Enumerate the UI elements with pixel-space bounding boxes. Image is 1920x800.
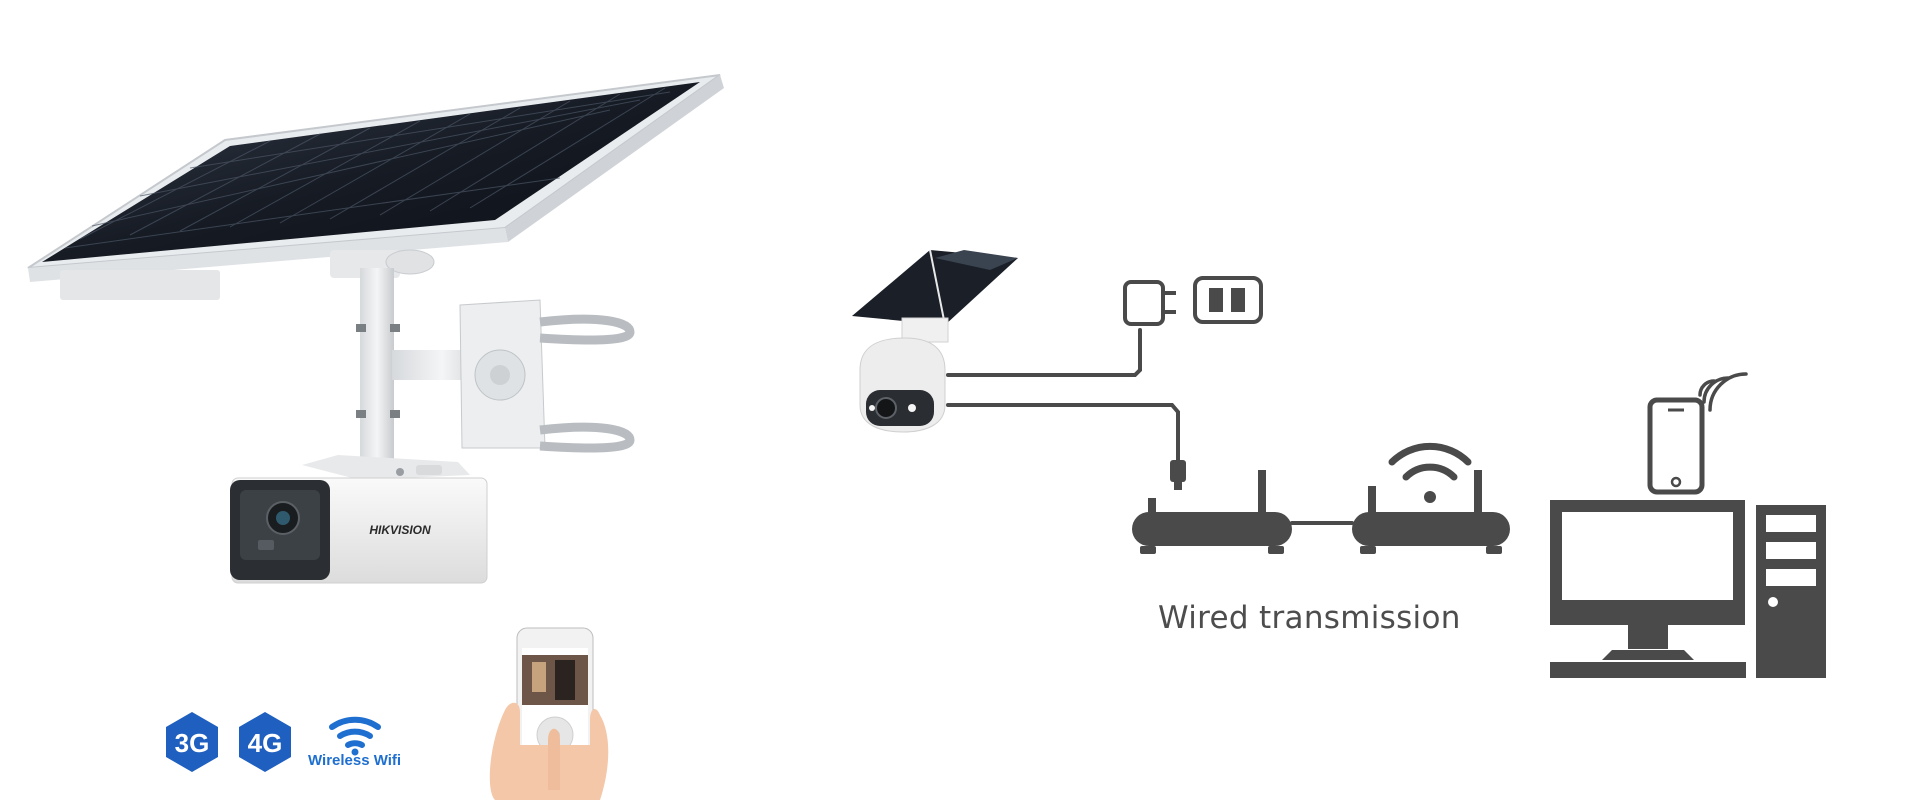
badge-4g-label: 4G [248,728,283,758]
power-adapter-icon [1123,280,1176,326]
solar-camera-product: HIKVISION 3G 4G [27,74,724,800]
wifi-icon [329,716,381,756]
network-cable [946,403,1180,462]
desktop-computer-icon [1550,500,1826,678]
bullet-camera-icon: HIKVISION [230,455,488,584]
power-cable [946,328,1142,377]
router-icon [1132,470,1292,554]
badge-4g-icon: 4G [239,712,291,772]
smartphone-icon [1647,397,1705,495]
ptz-camera-icon [852,249,1018,433]
wireless-wifi-label: Wireless Wifi [308,752,402,769]
solar-panel-icon [27,74,724,300]
hand-phone-icon [489,627,609,800]
connection-diagram [852,249,1826,678]
ethernet-plug-icon [1170,460,1186,490]
badge-3g-icon: 3G [166,712,218,772]
wifi-router-icon [1352,442,1510,554]
badge-3g-label: 3G [175,728,210,758]
battery-icon [1193,276,1263,324]
diagram-caption: Wired transmission [1158,600,1461,636]
brand-logo: HIKVISION [369,523,431,537]
pole-mount-icon [356,268,635,468]
signal-waves-icon [1698,372,1748,412]
